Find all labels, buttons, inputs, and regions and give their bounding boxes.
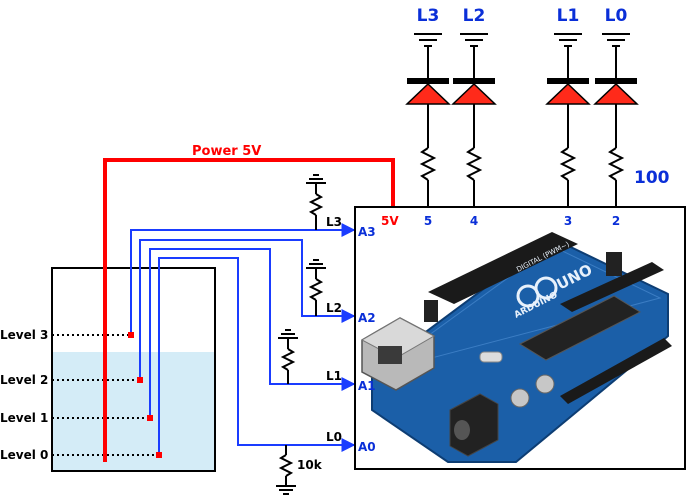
led-cathode-bar — [595, 78, 637, 84]
resistor-10k-label: 10k — [297, 458, 323, 472]
probe-ends — [128, 332, 162, 458]
sense-line-l2: L2 — [326, 301, 342, 315]
led-triangle — [545, 82, 591, 105]
water-tank — [51, 267, 216, 472]
level-1-label: Level 1 — [0, 411, 48, 425]
sense-line-l1: L1 — [326, 369, 342, 383]
level-0-label: Level 0 — [0, 448, 48, 462]
led-l1-label: L1 — [557, 6, 580, 26]
pin-a2: A2 — [358, 311, 376, 325]
level-3-label: Level 3 — [0, 328, 48, 342]
led-branch-l0 — [593, 33, 639, 207]
arduino-uno-board: ARDUINO UNO DIGITAL (PWM~) — [360, 232, 672, 463]
pin-a1: A1 — [358, 379, 376, 393]
sense-line-l0: L0 — [326, 430, 342, 444]
water-fill — [52, 352, 215, 471]
pin-4: 4 — [470, 214, 478, 228]
led-branch-l1 — [545, 33, 591, 207]
pin-a3: A3 — [358, 225, 376, 239]
pin-a0: A0 — [358, 440, 376, 454]
led-branch-l3 — [405, 33, 451, 207]
pin-2: 2 — [612, 214, 620, 228]
led-triangle — [451, 82, 497, 105]
led-cathode-bar — [407, 78, 449, 84]
led-l3-label: L3 — [417, 6, 440, 26]
led-triangle — [593, 82, 639, 105]
led-triangle — [405, 82, 451, 105]
level-2-label: Level 2 — [0, 373, 48, 387]
led-branch-l2 — [451, 33, 497, 207]
power-wire — [103, 158, 395, 462]
led-cathode-bar — [453, 78, 495, 84]
led-branches — [405, 33, 639, 207]
signal-wires — [130, 223, 356, 455]
sense-line-l3: L3 — [326, 215, 342, 229]
led-l2-label: L2 — [463, 6, 486, 26]
led-l0-label: L0 — [605, 6, 628, 26]
resistor-100-label: 100 — [634, 168, 670, 188]
power-label: Power 5V — [192, 144, 261, 159]
pin-3: 3 — [564, 214, 572, 228]
led-cathode-bar — [547, 78, 589, 84]
v5-label: 5V — [381, 214, 399, 228]
level-lines — [52, 334, 159, 456]
pin-5: 5 — [424, 214, 432, 228]
pulldown-resistors — [276, 174, 326, 495]
